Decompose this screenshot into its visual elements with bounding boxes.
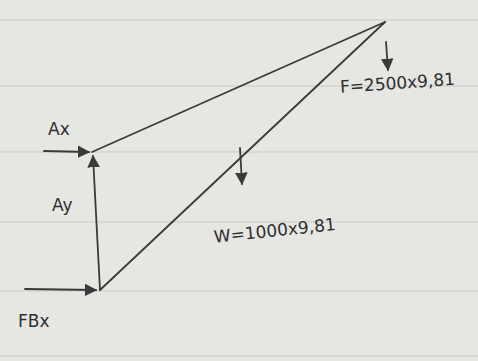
force-label: Ay (50, 196, 75, 215)
lower-member (100, 22, 385, 290)
fbx-arrow (25, 289, 96, 290)
force-label: Ax (46, 120, 72, 139)
load-arrow (386, 42, 388, 70)
ay-arrow (93, 156, 100, 290)
load-label: F=2500x9,81 (337, 70, 457, 97)
ax-arrow (44, 151, 89, 152)
force-label: FBx (16, 312, 52, 331)
weight-arrow (240, 148, 242, 184)
weight-label: W=1000x9,81 (211, 215, 338, 247)
ruled-lines (0, 20, 478, 356)
